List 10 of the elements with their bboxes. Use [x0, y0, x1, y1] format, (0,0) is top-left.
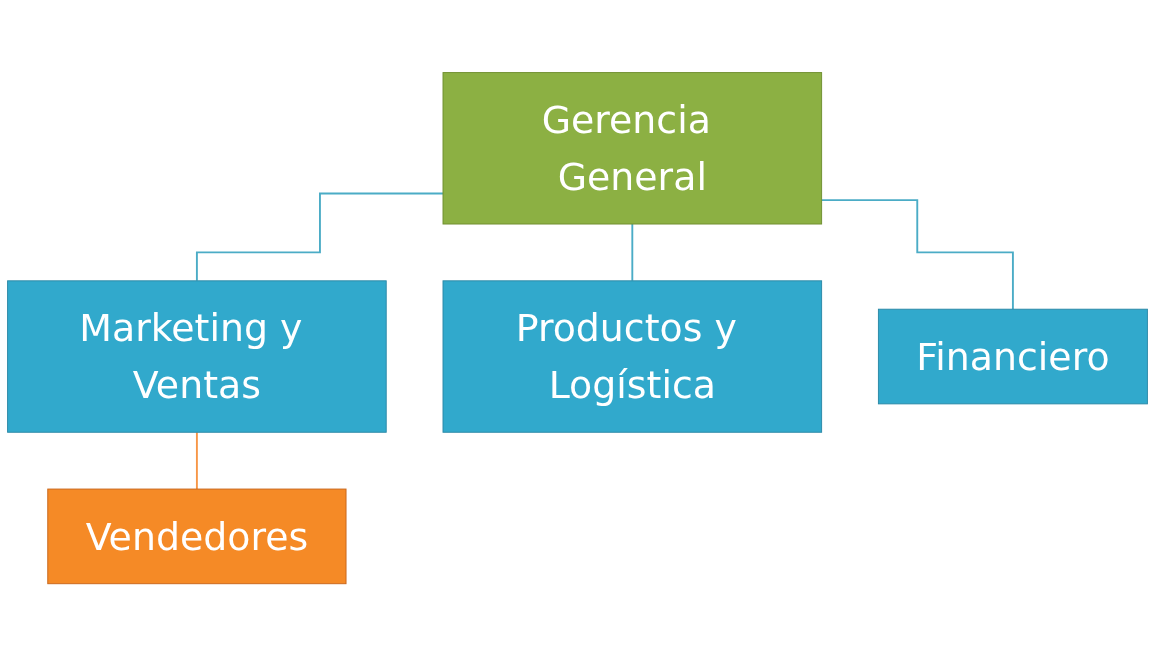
connector: [631, 222, 634, 282]
node-box: [442, 280, 823, 433]
org-chart: Gerencia General Marketing y Ventas Productos y Logística Financiero Vendedores: [0, 64, 1155, 592]
connector: [195, 192, 444, 282]
node-box: [7, 280, 387, 433]
connector: [195, 431, 198, 490]
connector: [820, 199, 1014, 310]
node-box: [442, 71, 823, 225]
node-box: [877, 308, 1148, 405]
node-box: [47, 488, 347, 585]
